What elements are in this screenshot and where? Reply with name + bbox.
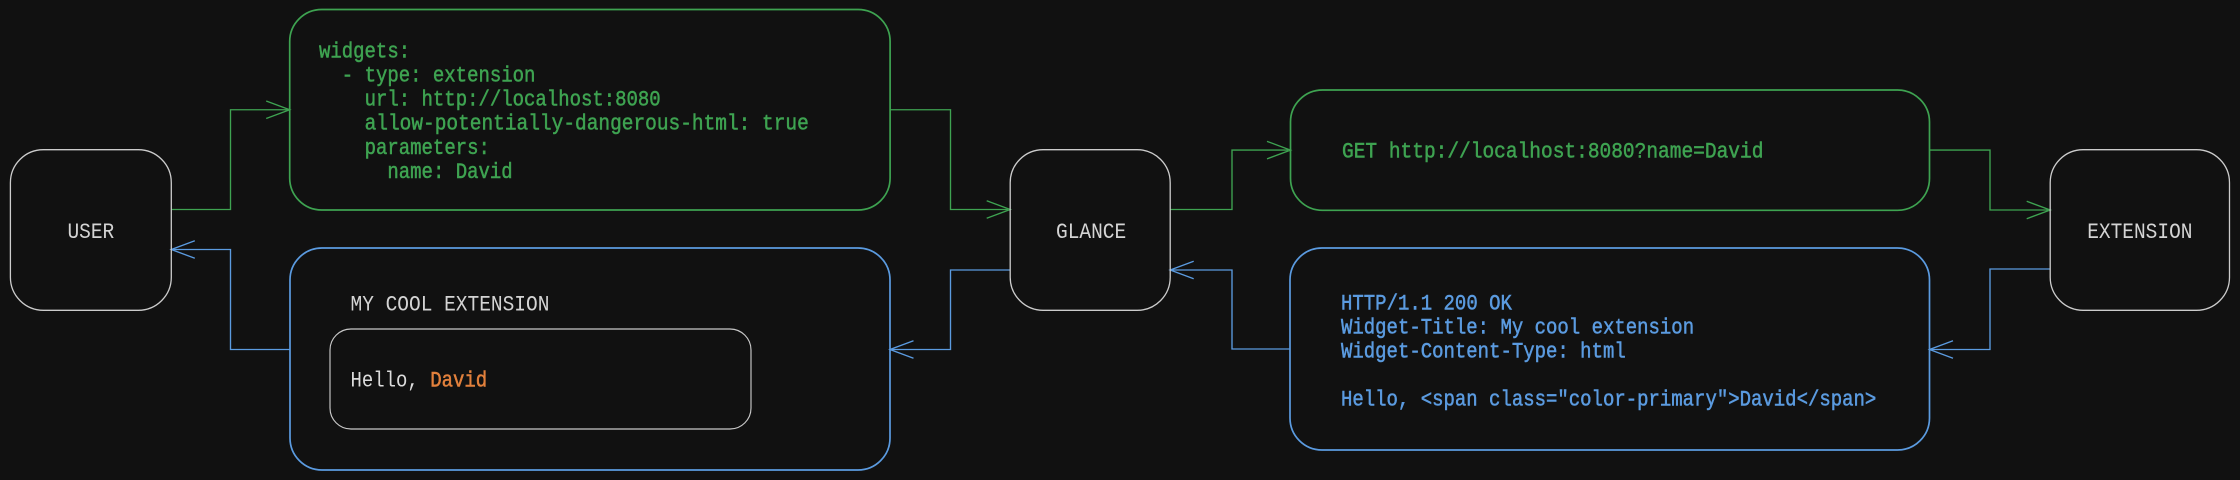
svg-text:EXTENSION: EXTENSION [2087,219,2192,245]
svg-text:Hello, <span class="color-prim: Hello, <span class="color-primary">David… [1341,388,1876,413]
svg-text:- type: extension: - type: extension [342,64,536,89]
svg-text:Widget-Title: My cool extensio: Widget-Title: My cool extension [1341,316,1694,341]
svg-text:GET http://localhost:8080?name: GET http://localhost:8080?name=David [1342,140,1763,165]
svg-text:allow-potentially-dangerous-ht: allow-potentially-dangerous-html: true [365,112,809,137]
svg-text:USER: USER [67,219,114,245]
svg-text:parameters:: parameters: [365,136,490,161]
svg-text:url: http://localhost:8080: url: http://localhost:8080 [365,88,661,113]
svg-text:HTTP/1.1 200 OK: HTTP/1.1 200 OK [1341,292,1513,317]
svg-text:Hello,: Hello, [351,369,419,394]
svg-text:David: David [430,369,487,394]
svg-text:MY COOL EXTENSION: MY COOL EXTENSION [351,292,550,318]
svg-text:GLANCE: GLANCE [1056,219,1126,245]
svg-text:Widget-Content-Type: html: Widget-Content-Type: html [1341,340,1626,365]
svg-text:widgets:: widgets: [319,40,410,65]
svg-text:name: David: name: David [387,160,512,185]
